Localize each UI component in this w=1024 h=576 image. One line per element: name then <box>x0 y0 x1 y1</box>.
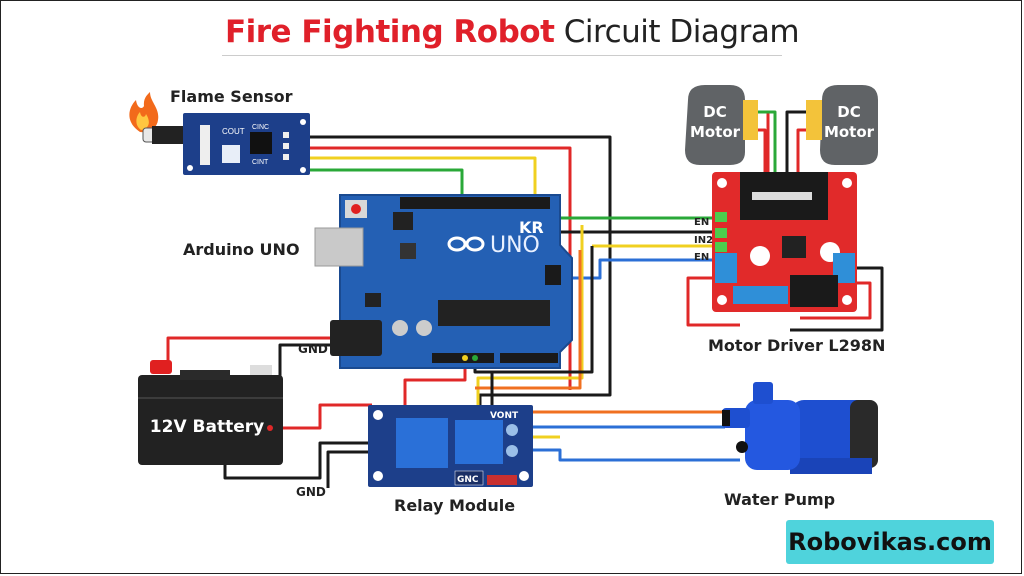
svg-text:CINT: CINT <box>252 159 269 166</box>
gnd-label-bottom: GND <box>296 485 326 499</box>
battery-label: 12V Battery <box>150 417 264 437</box>
dc-motor-left-line1: DC <box>703 103 726 121</box>
wire-en-blue <box>555 258 715 280</box>
brand-badge[interactable]: Robovikas.com <box>786 520 994 564</box>
wire-orange-relay <box>475 250 582 390</box>
dc-motor-right: DC Motor <box>806 85 878 165</box>
motor-driver-l298n: EN IN2 EN <box>694 172 857 312</box>
wire-battery-red-top <box>166 336 330 365</box>
svg-text:CINC: CINC <box>252 124 269 131</box>
wire-motor-right-black <box>785 110 812 180</box>
dc-motor-left: DC Motor <box>685 85 758 165</box>
wire-sensor-yellow <box>303 156 537 205</box>
relay-pin-gnc: GNC <box>457 475 479 485</box>
svg-text:COUT: COUT <box>222 127 245 136</box>
dc-motor-left-line2: Motor <box>690 123 741 141</box>
flame-icon <box>129 92 159 133</box>
l298n-pin-en2: EN <box>694 252 709 263</box>
wire-l298-black-right <box>790 266 884 332</box>
dc-motor-right-line2: Motor <box>824 123 875 141</box>
wire-sensor-black <box>303 135 612 405</box>
wire-battery-red-relay <box>270 403 372 430</box>
arduino-uno: UNO KR <box>314 194 573 369</box>
arduino-infinity-logo <box>447 236 485 252</box>
wire-pump-blue2 <box>520 448 740 462</box>
arduino-header-text: KR <box>519 218 544 237</box>
battery-12v: 12V Battery <box>138 360 283 465</box>
wire-battery-gnd-top <box>278 343 330 440</box>
page-title: Fire Fighting Robot Circuit Diagram <box>0 14 1024 50</box>
flame-sensor-label: Flame Sensor <box>170 87 293 106</box>
water-pump <box>722 382 878 474</box>
relay-module-label: Relay Module <box>394 496 516 515</box>
wire-motor-left-green <box>755 110 777 180</box>
wire-l298-red <box>686 276 740 327</box>
wire-motor-left-red2 <box>755 128 767 180</box>
wire-gnd-bottom-relay <box>326 450 372 488</box>
flame-sensor: COUT CINC CINT <box>129 92 310 175</box>
title-underline <box>222 55 782 56</box>
relay-pin-vont: VONT <box>490 411 519 421</box>
arduino-uno-text: UNO <box>490 233 540 258</box>
title-highlight: Fire Fighting Robot <box>224 14 555 50</box>
wire-battery-gnd-bottom <box>223 441 372 480</box>
wire-l298-red-right <box>800 281 872 320</box>
gnd-label-top: GND <box>298 342 328 356</box>
arduino-label: Arduino UNO <box>183 240 300 259</box>
l298n-pin-in2: IN2 <box>694 235 713 246</box>
title-rest: Circuit Diagram <box>563 14 800 50</box>
motor-driver-label: Motor Driver L298N <box>708 336 886 355</box>
wire-sensor-green <box>303 168 464 205</box>
relay-module: GNC VONT <box>368 405 533 487</box>
dc-motor-right-line1: DC <box>837 103 860 121</box>
water-pump-label: Water Pump <box>724 490 836 509</box>
wire-yellow-relay <box>476 225 584 410</box>
l298n-pin-en1: EN <box>694 217 709 228</box>
